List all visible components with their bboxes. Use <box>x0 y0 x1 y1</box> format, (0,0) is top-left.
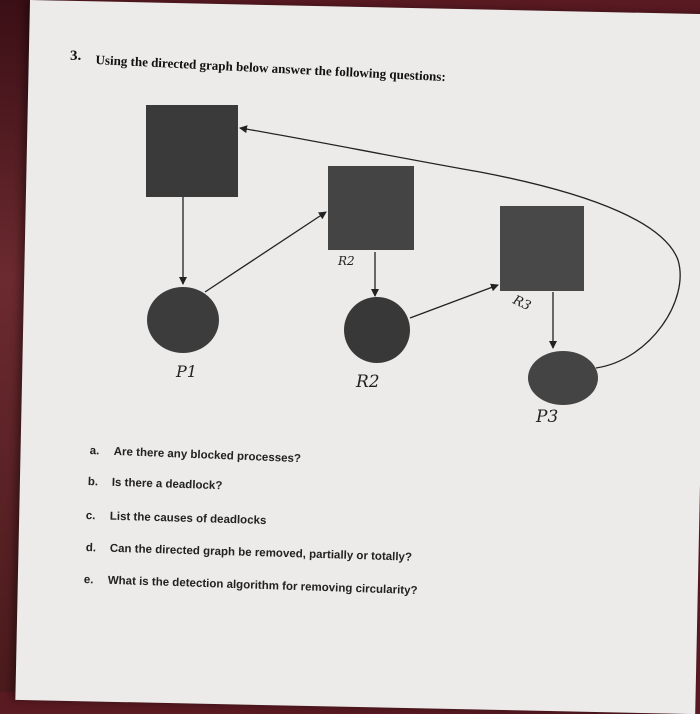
process-node-p3 <box>528 351 598 405</box>
edge-p1-r2 <box>204 211 327 293</box>
resource-allocation-graph: R2 R3 P1 R2 P3 <box>146 105 681 427</box>
edge-p2-r3 <box>409 283 499 319</box>
subquestion-letter: d. <box>85 542 97 555</box>
process-node-p2 <box>344 297 410 363</box>
label-p1: P1 <box>175 362 197 381</box>
question-number: 3. <box>70 48 82 64</box>
process-node-p1 <box>147 287 219 353</box>
subquestion-letter: c. <box>85 510 96 523</box>
subquestion-letter: a. <box>89 445 100 458</box>
subquestion-letter: e. <box>83 574 94 587</box>
edge-p3-r1 <box>239 125 681 369</box>
label-r2: R2 <box>337 254 355 268</box>
resource-node-r3 <box>500 206 584 291</box>
resource-node-r2 <box>328 166 414 250</box>
label-p3: P3 <box>535 407 558 427</box>
resource-node-r1 <box>146 105 238 197</box>
label-p2: R2 <box>355 372 380 392</box>
label-r3: R3 <box>509 293 533 315</box>
subquestion-letter: b. <box>87 476 99 489</box>
